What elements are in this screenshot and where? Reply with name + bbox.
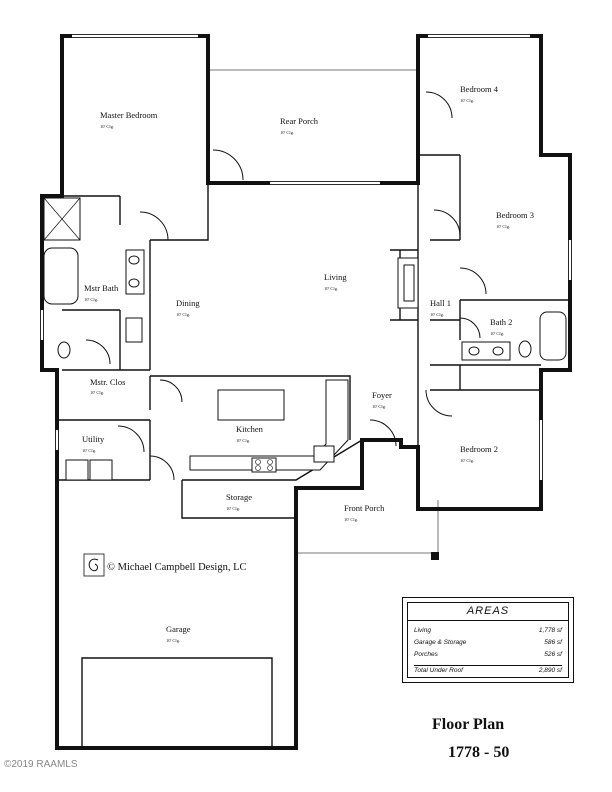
interior-walls [57,36,570,519]
areas-table: AREAS Living 1,778 sf Garage & Storage 5… [402,597,574,683]
garage-door [81,657,273,748]
areas-row-value: 586 sf [544,639,562,646]
areas-total-value: 2,890 sf [538,667,562,674]
room-size-master-bedroom: 10' Clg. [100,124,114,129]
room-size-kitchen: 10' Clg. [236,438,250,443]
porch-column [431,552,439,560]
sink-icon [128,278,140,288]
room-label-rear-porch: Rear Porch [280,116,319,126]
plan-number: 1778 - 50 [448,744,510,761]
dryer-icon [89,459,113,481]
room-size-storage: 10' Clg. [226,506,240,511]
toilet-icon [57,341,71,359]
room-label-bedroom-2: Bedroom 2 [460,444,498,454]
room-size-bedroom-3: 10' Clg. [496,224,510,229]
room-label-living: Living [324,272,347,282]
areas-divider [408,620,568,621]
door-swing [85,339,111,365]
watermark: ©2019 RAAMLS [4,759,78,770]
plan-title: Floor Plan [432,716,505,733]
areas-row-label: Garage & Storage [414,639,467,646]
door-swing [117,425,145,453]
room-label-mstr-clos: Mstr. Clos [90,377,125,387]
room-size-foyer: 10' Clg. [372,404,386,409]
room-size-mstr-clos: 10' Clg. [90,390,104,395]
sink-icon [128,255,140,265]
fireplace-firebox [403,264,415,302]
room-label-bedroom-4: Bedroom 4 [460,84,499,94]
toilet-icon [518,340,532,358]
door-swing [139,211,169,241]
room-size-bath-2: 10' Clg. [490,331,504,336]
sink-icon [313,445,335,463]
room-label-storage: Storage [226,492,252,502]
room-label-foyer: Foyer [372,390,392,400]
door-swing [149,455,175,481]
room-label-dining: Dining [176,298,200,308]
range-icon [251,457,277,473]
bathtub [539,311,567,361]
designer-logo [83,553,105,577]
room-label-garage: Garage [166,624,191,634]
door-swing [459,267,487,295]
room-label-master-bedroom: Master Bedroom [100,110,158,120]
door-swing [425,389,453,417]
areas-row-value: 1,778 sf [538,627,562,634]
room-size-hall-1: 10' Clg. [430,312,444,317]
room-label-utility: Utility [82,434,105,444]
areas-row-value: 526 sf [544,651,562,658]
vanity [125,317,143,343]
room-label-bath-2: Bath 2 [490,317,512,327]
room-label-front-porch: Front Porch [344,503,385,513]
sink-icon [492,346,504,356]
door-swing [159,379,183,403]
room-size-garage: 10' Clg. [166,638,180,643]
sink-icon [468,346,480,356]
room-size-bedroom-2: 10' Clg. [460,458,474,463]
washer-icon [65,459,89,481]
room-label-kitchen: Kitchen [236,424,264,434]
room-label-bedroom-3: Bedroom 3 [496,210,534,220]
copyright-text: © Michael Campbell Design, LC [107,562,247,573]
room-size-utility: 10' Clg. [82,448,96,453]
door-swing [459,317,481,339]
room-size-bedroom-4: 10' Clg. [460,98,474,103]
door-swing [212,149,244,181]
door-swing [425,91,453,119]
room-label-hall-1: Hall 1 [430,298,451,308]
areas-total-row: Total Under Roof 2,890 sf [414,665,562,677]
door-swing [369,419,397,447]
areas-title: AREAS [466,605,510,617]
areas-row: Porches 526 sf [414,651,562,661]
bathtub [43,247,79,305]
kitchen-island [217,389,285,421]
room-size-dining: 10' Clg. [176,312,190,317]
areas-row: Garage & Storage 586 sf [414,639,562,649]
room-size-mstr-bath: 10' Clg. [84,297,98,302]
room-size-front-porch: 10' Clg. [344,517,358,522]
areas-row-label: Living [414,627,431,634]
room-size-living: 10' Clg. [324,286,338,291]
areas-row-label: Porches [414,651,438,658]
areas-total-label: Total Under Roof [414,667,463,674]
room-label-mstr-bath: Mstr Bath [84,283,119,293]
room-size-rear-porch: 10' Clg. [280,130,294,135]
door-swing [433,209,461,237]
areas-table-inner: AREAS Living 1,778 sf Garage & Storage 5… [407,602,569,678]
areas-row: Living 1,778 sf [414,627,562,637]
